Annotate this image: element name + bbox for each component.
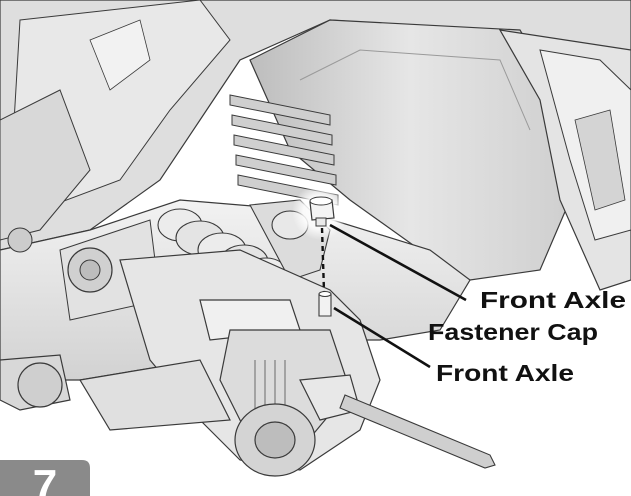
callout-fastener-cap-line2: Fastener Cap (428, 319, 598, 345)
insertion-dashed-line (320, 227, 326, 293)
front-axle-post (318, 291, 332, 317)
callout-fastener-cap-line1: Front Axle (480, 287, 626, 313)
leader-line-fastener-cap (329, 223, 467, 302)
right-side-panel (498, 29, 631, 291)
vent-slats (229, 94, 339, 206)
step-number: 7 (33, 461, 57, 496)
callout-front-axle: Front Axle (436, 360, 574, 386)
upper-body-panel (0, 0, 631, 251)
axle-housing (119, 249, 381, 471)
leader-line-front-axle (333, 306, 431, 369)
step-badge: 7 (0, 460, 90, 496)
lower-wheels (0, 354, 316, 477)
axle-rod (339, 394, 496, 469)
